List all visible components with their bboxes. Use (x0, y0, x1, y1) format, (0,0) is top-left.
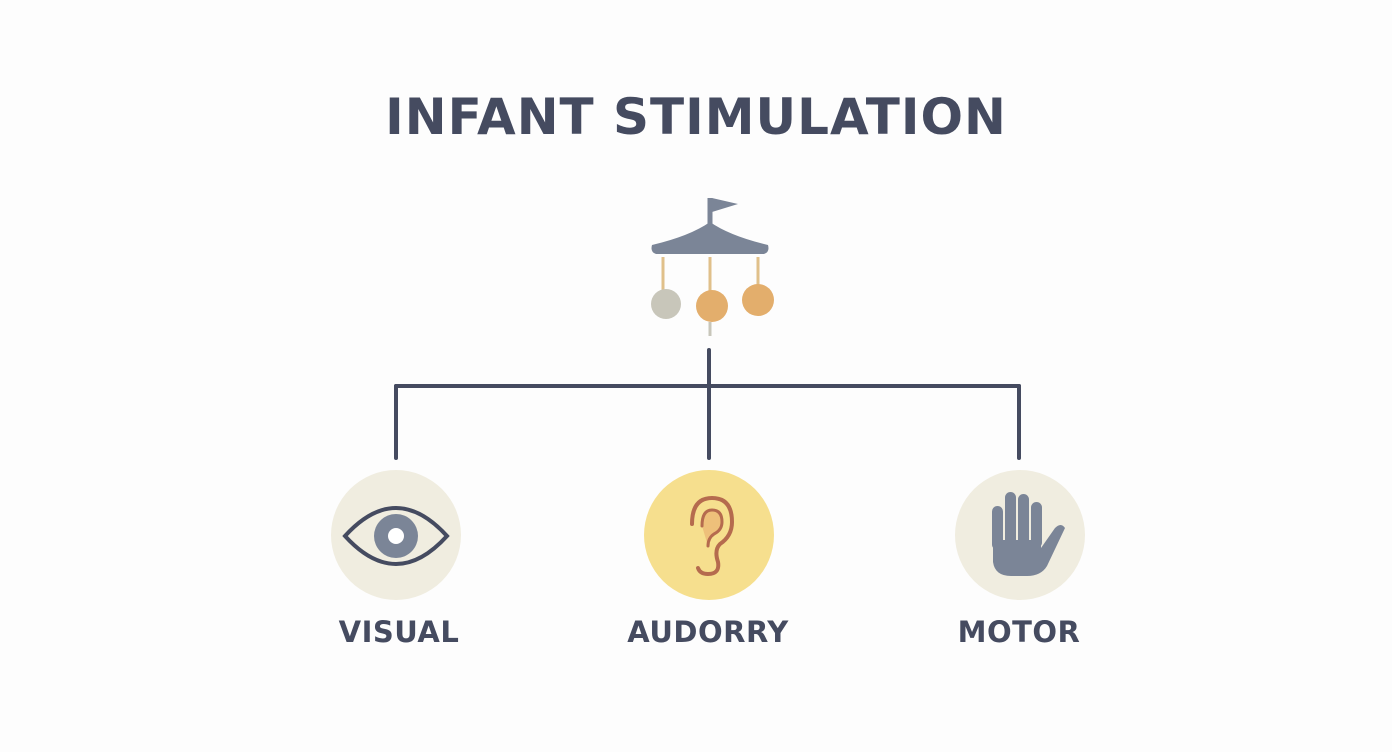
motor-circle (955, 470, 1085, 600)
mobile-ball-orange (742, 284, 774, 316)
branch-label-auditory: AUDORRY (627, 615, 789, 649)
auditory-circle (644, 470, 774, 600)
diagram-title: INFANT STIMULATION (385, 88, 1007, 146)
ear-icon (690, 495, 735, 577)
branch-label-visual: VISUAL (338, 615, 460, 649)
mobile-ball-orange (696, 290, 728, 322)
visual-circle (331, 470, 461, 600)
mobile-ball-gray (651, 289, 681, 319)
hand-icon (992, 492, 1065, 576)
crib-mobile-icon (651, 198, 774, 336)
eye-icon (342, 506, 450, 566)
branch-label-motor: MOTOR (957, 615, 1081, 649)
tree-connectors (394, 348, 1021, 460)
